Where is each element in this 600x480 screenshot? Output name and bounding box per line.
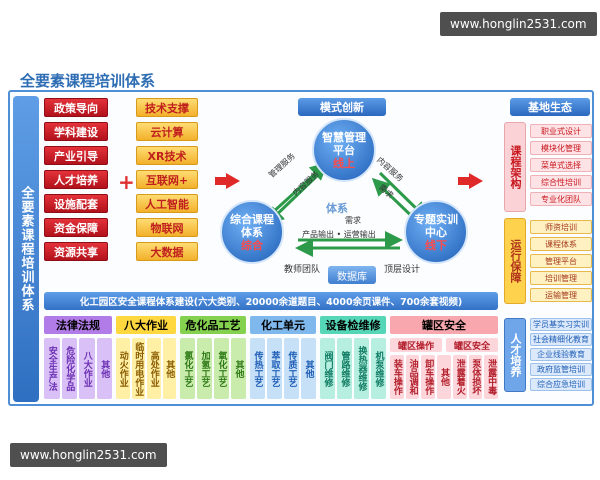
gold-item: XR技术 (136, 146, 198, 165)
node-course-system-label: 综合课程体系 (230, 212, 274, 239)
model-header: 模式创新 (298, 98, 386, 116)
category-subitem: 泵体损坏 (468, 355, 483, 399)
category-subitem: 卸车操作 (421, 355, 436, 399)
category-subitem: 其他 (301, 338, 316, 399)
arrow-shaft-right (458, 177, 470, 185)
category-subitem: 传质工艺 (284, 338, 299, 399)
watermark-bottom: www.honglin2531.com (10, 443, 167, 467)
category-subitem: 动火作业 (116, 338, 130, 399)
node-smart-platform-sub: 线上 (333, 156, 355, 170)
node-course-system-sub: 综合 (241, 238, 263, 252)
red-item: 学科建设 (44, 122, 108, 141)
category-subitem: 加氢工艺 (197, 338, 212, 399)
course-item: 专业化团队 (530, 192, 592, 206)
node-smart-platform: 智慧管理平台 线上 (312, 118, 376, 182)
ops-item: 师资培训 (530, 220, 592, 234)
category-subitem: 危险化学品 (61, 338, 77, 399)
diagram-title: 全要素课程培训体系 (20, 72, 156, 90)
node-training-center-sub: 线下 (425, 238, 447, 252)
ops-item: 运输管理 (530, 288, 592, 302)
category-subitem: 装车操作 (390, 355, 404, 399)
category-subitem: 氯化工艺 (180, 338, 195, 399)
plus-sign: + (118, 170, 135, 194)
category-subitem: 其他 (437, 355, 451, 399)
ops-item: 课程体系 (530, 237, 592, 251)
gold-item: 物联网 (136, 218, 198, 237)
category-header: 危化品工艺 (180, 316, 246, 334)
ops-label: 运行保障 (504, 218, 526, 304)
category-subitem: 机泵维修 (371, 338, 386, 399)
category-subitem: 八大作业 (79, 338, 95, 399)
node-smart-platform-label: 智慧管理平台 (322, 130, 366, 157)
edge-label-demand-bottom: 需求 (345, 216, 361, 225)
node-training-center-label: 专题实训中心 (414, 212, 458, 239)
category-subitem: 泄露中毒 (484, 355, 498, 399)
arrow-right-icon-2 (469, 173, 483, 189)
node-training-center: 专题实训中心 线下 (404, 200, 468, 264)
database-node: 数据库 (328, 266, 376, 284)
category-subitem: 高处作业 (147, 338, 161, 399)
watermark-top: www.honglin2531.com (440, 12, 597, 36)
talent-item: 政府监管培训 (530, 363, 592, 376)
category-subitem: 安全生产法 (44, 338, 60, 399)
ops-item: 培训管理 (530, 271, 592, 285)
category-subitem: 其他 (162, 338, 176, 399)
category-header: 法律法规 (44, 316, 112, 334)
course-item: 综合性培训 (530, 175, 592, 189)
red-item: 人才培养 (44, 170, 108, 189)
category-header: 设备检维修 (320, 316, 386, 334)
talent-item: 企业线验教育 (530, 348, 592, 361)
category-subitem: 其他 (231, 338, 246, 399)
red-item: 设施配套 (44, 194, 108, 213)
arrow-right-icon (226, 173, 240, 189)
ops-item: 管理平台 (530, 254, 592, 268)
arrow-shaft-left (215, 177, 227, 185)
course-item: 模块化管理 (530, 141, 592, 155)
category-subitem: 管路维修 (337, 338, 352, 399)
category-subitem: 油品调和 (405, 355, 420, 399)
category-header: 化工单元 (250, 316, 316, 334)
label-top-design: 顶层设计 (384, 265, 421, 275)
red-item: 产业引导 (44, 146, 108, 165)
category-header: 罐区安全 (390, 316, 498, 334)
course-item: 菜单式选择 (530, 158, 592, 172)
node-course-system: 综合课程体系 综合 (220, 200, 284, 264)
label-teacher-team: 教师团队 (284, 265, 321, 275)
course-item: 职业式设计 (530, 124, 592, 138)
ecosystem-header: 基地生态 (510, 98, 590, 116)
category-subitem: 泄露着火 (452, 355, 467, 399)
category-subitem: 氧化工艺 (214, 338, 229, 399)
category-subitem: 其他 (96, 338, 112, 399)
category-group-header: 罐区安全 (446, 338, 498, 352)
gold-item: 技术支撑 (136, 98, 198, 117)
red-item: 政策导向 (44, 98, 108, 117)
system-band: 化工园区安全课程体系建设(六大类别、20000余道题目、4000余页课件、700… (44, 292, 498, 310)
category-subitem: 阀门维修 (320, 338, 335, 399)
category-subitem: 传热工艺 (250, 338, 265, 399)
gold-item: 云计算 (136, 122, 198, 141)
red-item: 资金保障 (44, 218, 108, 237)
talent-item: 社会精细化教育 (530, 333, 592, 346)
gold-item: 人工智能 (136, 194, 198, 213)
category-subitem: 萃取工艺 (267, 338, 282, 399)
talent-label: 人才培养 (504, 318, 526, 392)
talent-item: 综合应急培训 (530, 378, 592, 391)
category-group-header: 罐区操作 (390, 338, 442, 352)
category-subitem: 换热器维修 (354, 338, 369, 399)
gold-item: 互联网+ (136, 170, 198, 189)
center-system-label: 体系 (326, 202, 348, 215)
edge-label-product: 产品输出 • 运营输出 (302, 230, 376, 239)
red-item: 资源共享 (44, 242, 108, 261)
category-header: 八大作业 (116, 316, 176, 334)
gold-item: 大数据 (136, 242, 198, 261)
left-bar: 全要素课程培训体系 (13, 96, 39, 402)
category-subitem: 临时用电作业 (131, 338, 145, 399)
talent-item: 学员基实习实训 (530, 318, 592, 331)
course-frame-label: 课程架构 (504, 122, 526, 212)
